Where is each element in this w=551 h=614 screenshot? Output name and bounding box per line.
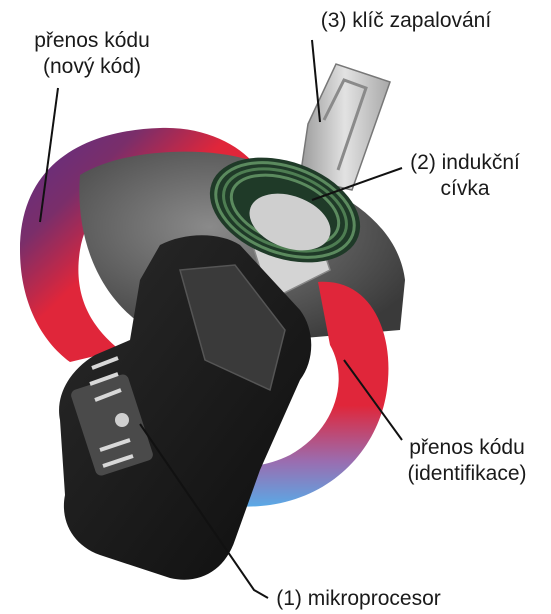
label-microprocessor-line1: (1) mikroprocesor <box>256 586 461 612</box>
label-induction-coil: (2) indukční cívka <box>380 150 550 202</box>
label-code-transfer-new: přenos kódu (nový kód) <box>6 28 178 80</box>
label-microprocessor: (1) mikroprocesor <box>256 586 461 612</box>
label-code-transfer-new-line1: přenos kódu <box>6 28 178 54</box>
label-code-transfer-ident: přenos kódu (identifikace) <box>384 435 550 487</box>
label-ignition-key-line1: (3) klíč zapalování <box>290 8 522 34</box>
label-induction-coil-line2: cívka <box>380 176 550 202</box>
label-ignition-key: (3) klíč zapalování <box>290 8 522 34</box>
label-code-transfer-ident-line2: (identifikace) <box>384 461 550 487</box>
label-code-transfer-new-line2: (nový kód) <box>6 54 178 80</box>
label-code-transfer-ident-line1: přenos kódu <box>384 435 550 461</box>
label-induction-coil-line1: (2) indukční <box>380 150 550 176</box>
